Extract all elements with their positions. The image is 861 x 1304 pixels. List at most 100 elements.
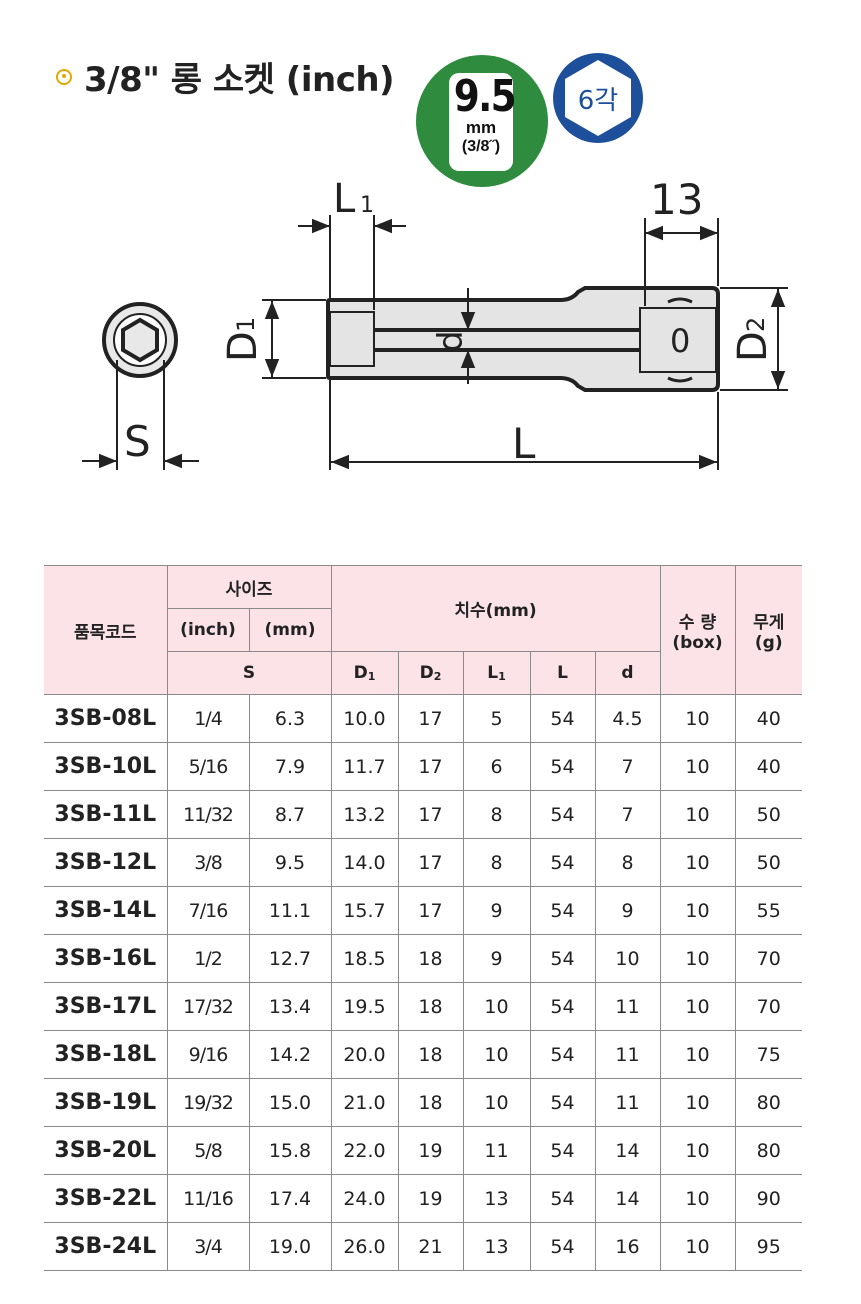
cell-inch: 7/16 [166, 886, 249, 935]
cell-weight: 40 [734, 742, 802, 791]
cell-l: 54 [529, 742, 595, 791]
cell-l: 54 [529, 790, 595, 839]
cell-code: 3SB-14L [44, 886, 167, 935]
cell-code: 3SB-22L [44, 1174, 167, 1223]
cell-d2: 19 [397, 1174, 463, 1223]
cell-weight: 55 [734, 886, 802, 935]
label-d1: D [220, 331, 266, 362]
cell-weight: 80 [734, 1078, 802, 1127]
socket-side-view [326, 286, 720, 392]
cell-d1: 22.0 [330, 1126, 398, 1175]
bullet-icon [56, 68, 72, 85]
label-l: L [512, 419, 536, 468]
drive-size-inch: (3/8˝) [461, 138, 501, 155]
cell-l1: 8 [462, 838, 530, 887]
cell-code: 3SB-17L [44, 982, 167, 1031]
cell-code: 3SB-24L [44, 1222, 167, 1271]
header-size: 사이즈 [166, 565, 332, 609]
cell-small-d: 7 [594, 790, 660, 839]
header-d2-sub: 2 [433, 670, 442, 683]
cell-small-d: 9 [594, 886, 660, 935]
cell-qty: 10 [659, 790, 735, 839]
cell-inch: 3/4 [166, 1222, 249, 1271]
cell-d2: 18 [397, 982, 463, 1031]
cell-d1: 24.0 [330, 1174, 398, 1223]
cell-weight: 50 [734, 790, 802, 839]
cell-code: 3SB-11L [44, 790, 167, 839]
cell-d1: 10.0 [330, 694, 398, 743]
cell-small-d: 11 [594, 1030, 660, 1079]
cell-l1: 13 [462, 1174, 530, 1223]
cell-small-d: 11 [594, 982, 660, 1031]
cell-d1: 13.2 [330, 790, 398, 839]
label-square-drive: 0 [670, 322, 690, 360]
cell-qty: 10 [659, 1222, 735, 1271]
cell-d2: 17 [397, 886, 463, 935]
cell-l1: 13 [462, 1222, 530, 1271]
cell-d1: 11.7 [330, 742, 398, 791]
header-d2-label: D [419, 663, 434, 683]
cell-d2: 17 [397, 742, 463, 791]
header-inch: (inch) [167, 608, 250, 652]
cell-d1: 26.0 [330, 1222, 398, 1271]
cell-inch: 11/32 [166, 790, 249, 839]
cell-l: 54 [529, 1174, 595, 1223]
header-d2: D2 [397, 651, 464, 695]
cell-code: 3SB-18L [44, 1030, 167, 1079]
cell-mm: 19.0 [248, 1222, 331, 1271]
cell-code: 3SB-16L [44, 934, 167, 983]
cell-l: 54 [529, 694, 595, 743]
cell-l1: 9 [462, 934, 530, 983]
cell-l1: 10 [462, 982, 530, 1031]
header-code: 품목코드 [44, 565, 168, 695]
cell-qty: 10 [659, 1126, 735, 1175]
header-qty: 수 량 (box) [659, 565, 736, 695]
cell-l: 54 [529, 982, 595, 1031]
cell-inch: 9/16 [166, 1030, 249, 1079]
cell-mm: 15.8 [248, 1126, 331, 1175]
cell-code: 3SB-19L [44, 1078, 167, 1127]
cell-mm: 17.4 [248, 1174, 331, 1223]
cell-mm: 14.2 [248, 1030, 331, 1079]
cell-inch: 5/8 [166, 1126, 249, 1175]
cell-d1: 18.5 [330, 934, 398, 983]
label-l1-sub: 1 [360, 193, 374, 218]
cell-qty: 10 [659, 886, 735, 935]
cell-d2: 18 [397, 1078, 463, 1127]
header-weight-unit: (g) [754, 632, 783, 653]
header-mm: (mm) [248, 608, 331, 652]
header-s: S [167, 651, 332, 695]
title-row: 3/8" 롱 소켓 (inch) [56, 52, 395, 101]
cell-mm: 7.9 [248, 742, 331, 791]
cell-l: 54 [529, 1030, 595, 1079]
header-d1: D1 [330, 651, 399, 695]
cell-mm: 6.3 [248, 694, 331, 743]
cell-code: 3SB-12L [44, 838, 167, 887]
cell-d2: 19 [397, 1126, 463, 1175]
cell-l: 54 [529, 1222, 595, 1271]
cell-qty: 10 [659, 838, 735, 887]
cell-d2: 18 [397, 1030, 463, 1079]
header-l1: L1 [462, 651, 531, 695]
cell-d2: 21 [397, 1222, 463, 1271]
cell-mm: 12.7 [248, 934, 331, 983]
cell-inch: 5/16 [166, 742, 249, 791]
cell-small-d: 14 [594, 1174, 660, 1223]
cell-l1: 5 [462, 694, 530, 743]
cell-weight: 70 [734, 934, 802, 983]
cell-small-d: 16 [594, 1222, 660, 1271]
cell-l1: 10 [462, 1078, 530, 1127]
header-dims: 치수(mm) [330, 565, 661, 652]
label-d2-sub: 2 [742, 317, 770, 332]
label-s: S [124, 417, 151, 466]
cell-l1: 11 [462, 1126, 530, 1175]
cell-code: 3SB-08L [44, 694, 167, 743]
cell-d2: 17 [397, 838, 463, 887]
cell-l: 54 [529, 838, 595, 887]
header-small-d: d [594, 651, 660, 695]
